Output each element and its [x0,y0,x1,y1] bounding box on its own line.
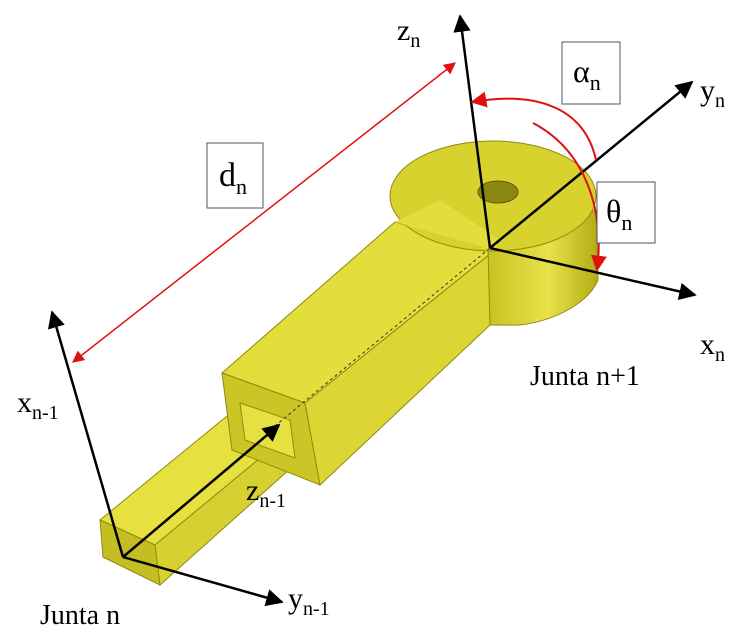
x-n-1-label: xn-1 [17,386,59,424]
x-n-label: xn [700,328,725,366]
z-n-1-label: zn-1 [246,474,286,512]
z-n-label: zn [397,14,420,52]
d-n-base: d [219,157,236,194]
theta-n-base: θ [606,193,621,229]
alpha-n-label-box: αn [561,41,621,105]
cylinder-hole [477,180,519,204]
y-n-axis [489,80,694,249]
alpha-n-sub: n [590,70,601,95]
z-n-axis [453,14,492,249]
alpha-n-arc [470,91,597,161]
theta-n-arc [532,122,607,272]
theta-n-sub: n [621,210,632,235]
y-n-1-axis [122,555,284,607]
z-n-1-axis [122,423,281,558]
theta-n-label-box: θn [596,181,656,244]
frame-n-1 [47,310,284,607]
svg-text:dn: dn [219,157,247,199]
d-n-sub: n [236,174,247,199]
y-n-1-label: yn-1 [288,582,330,620]
svg-text:θn: θn [606,193,632,235]
robot-link [99,140,599,587]
x-n-1-axis [47,310,125,558]
joint-n-label: Junta n [40,600,120,631]
joint-n-plus-1-label: Junta n+1 [530,361,640,392]
y-n-label: yn [700,74,725,112]
dh-parameters [72,62,607,363]
d-n-label-box: dn [206,142,264,209]
svg-text:αn: αn [573,53,601,95]
d-n-arrow [72,62,456,363]
alpha-n-base: α [573,53,590,89]
